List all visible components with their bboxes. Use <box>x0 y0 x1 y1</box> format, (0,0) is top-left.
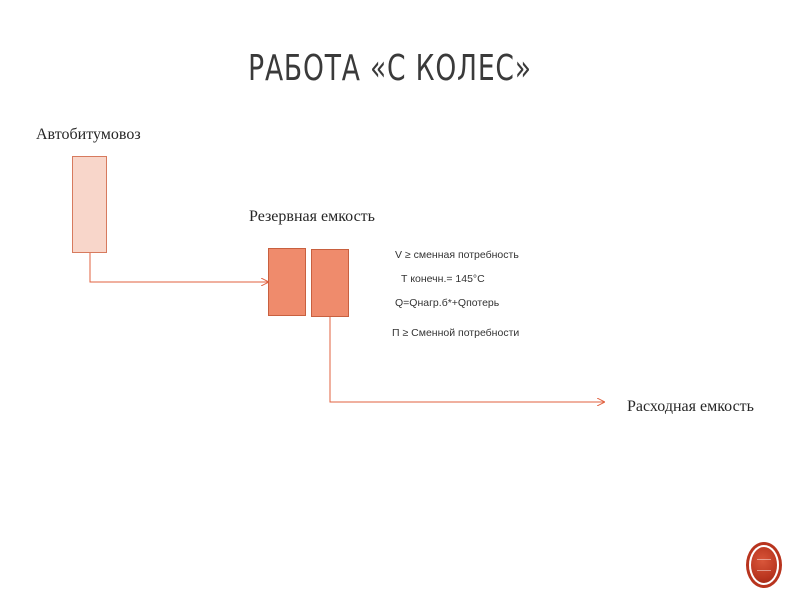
reserve-tank-box-right <box>311 249 349 317</box>
truck-box <box>72 156 107 253</box>
condition-volume: V ≥ сменная потребность <box>395 249 519 261</box>
condition-temperature: Т конечн.= 145°С <box>401 273 485 285</box>
condition-productivity: П ≥ Сменной потребности <box>392 327 520 339</box>
slide-nav-icon[interactable] <box>749 545 779 585</box>
slide-title: РАБОТА «С КОЛЕС» <box>248 48 532 89</box>
reserve-tank-label: Резервная емкость <box>249 208 375 225</box>
condition-heat: Q=Qнагр.б*+Qпотерь <box>395 297 500 309</box>
connector-truck-to-reserve <box>89 253 268 282</box>
truck-label: Автобитумовоз <box>36 126 141 143</box>
supply-tank-label: Расходная емкость <box>627 398 754 415</box>
slide-nav-icon-lines <box>757 559 771 571</box>
reserve-tank-box-left <box>268 248 306 316</box>
